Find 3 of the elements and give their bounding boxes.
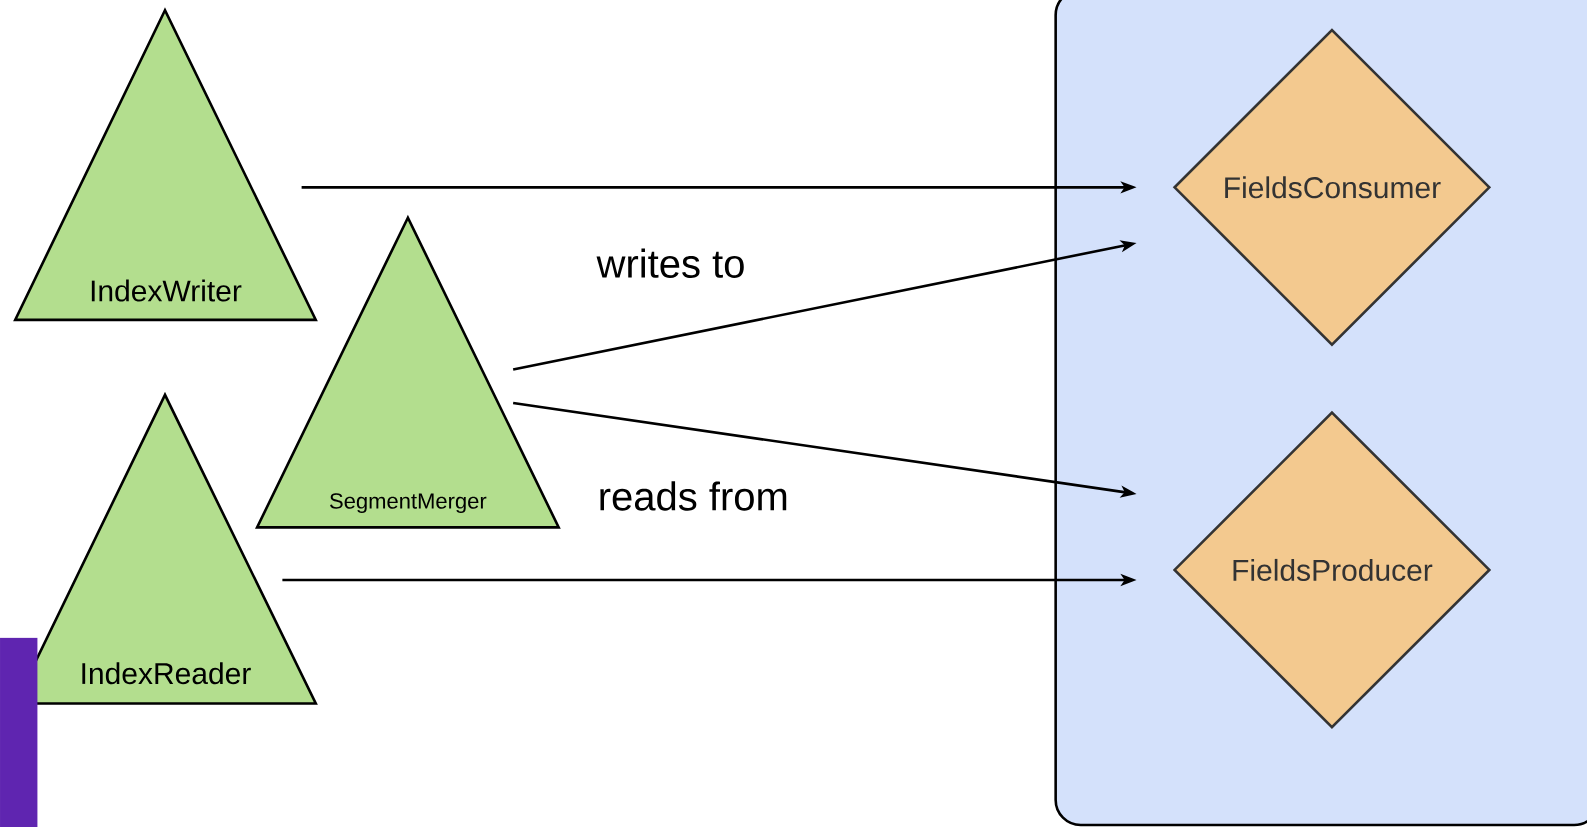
side-bar <box>0 637 38 827</box>
edge-label: reads from <box>595 479 791 513</box>
edge-label: writes to <box>594 246 748 280</box>
